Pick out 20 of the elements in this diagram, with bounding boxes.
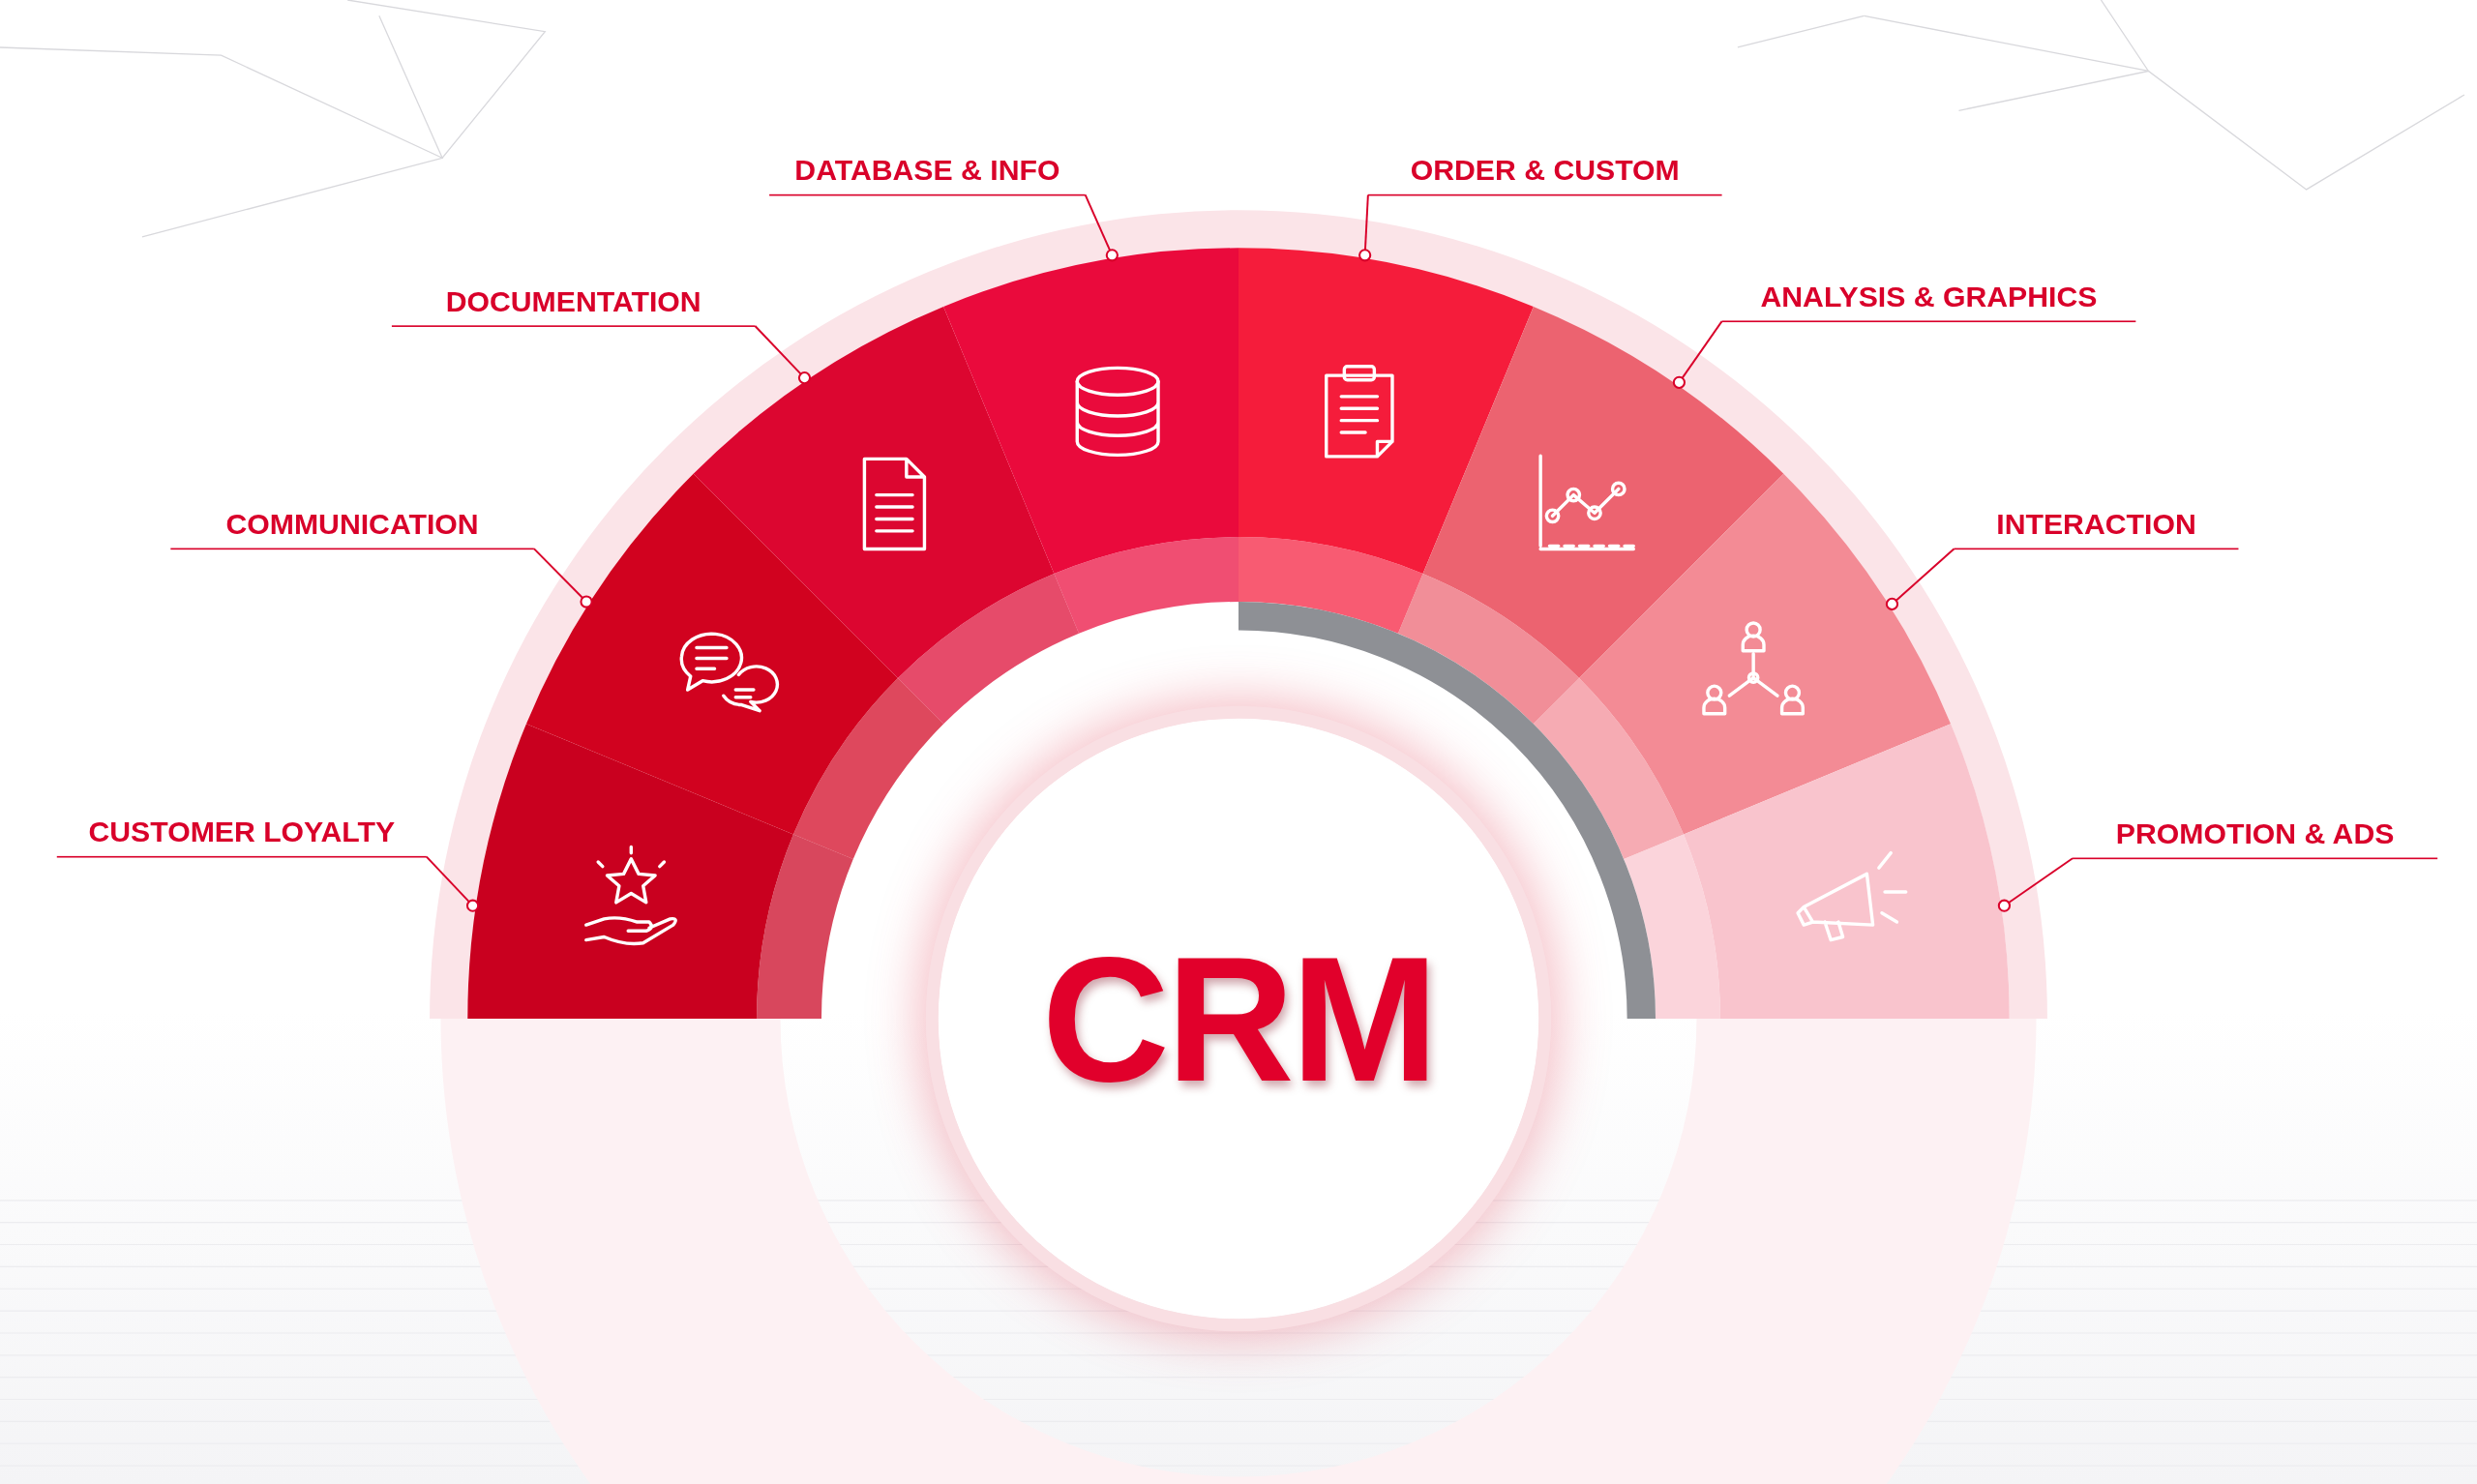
category-label: DOCUMENTATION	[391, 280, 756, 327]
category-label: CUSTOMER LOYALTY	[56, 810, 427, 858]
leader-line	[1084, 193, 1119, 262]
segment-wedge	[1579, 473, 1952, 835]
category-label: DATABASE & INFO	[769, 148, 1086, 196]
category-label: ORDER & CUSTOM	[1367, 148, 1722, 196]
center-title: CRM	[1041, 919, 1436, 1120]
leader-line	[1358, 193, 1372, 262]
segment-wedge	[525, 473, 898, 835]
category-label: ANALYSIS & GRAPHICS	[1721, 275, 2136, 323]
leader-line	[425, 855, 480, 912]
leader-line	[1672, 320, 1723, 389]
leader-line	[754, 325, 812, 385]
leader-line	[1885, 548, 1955, 610]
leader-line	[532, 548, 593, 608]
category-label: COMMUNICATION	[170, 502, 534, 550]
segment-wedge	[1422, 306, 1784, 678]
leader-line	[1997, 857, 2074, 912]
category-label: PROMOTION & ADS	[2073, 812, 2438, 860]
category-label: INTERACTION	[1954, 502, 2239, 550]
